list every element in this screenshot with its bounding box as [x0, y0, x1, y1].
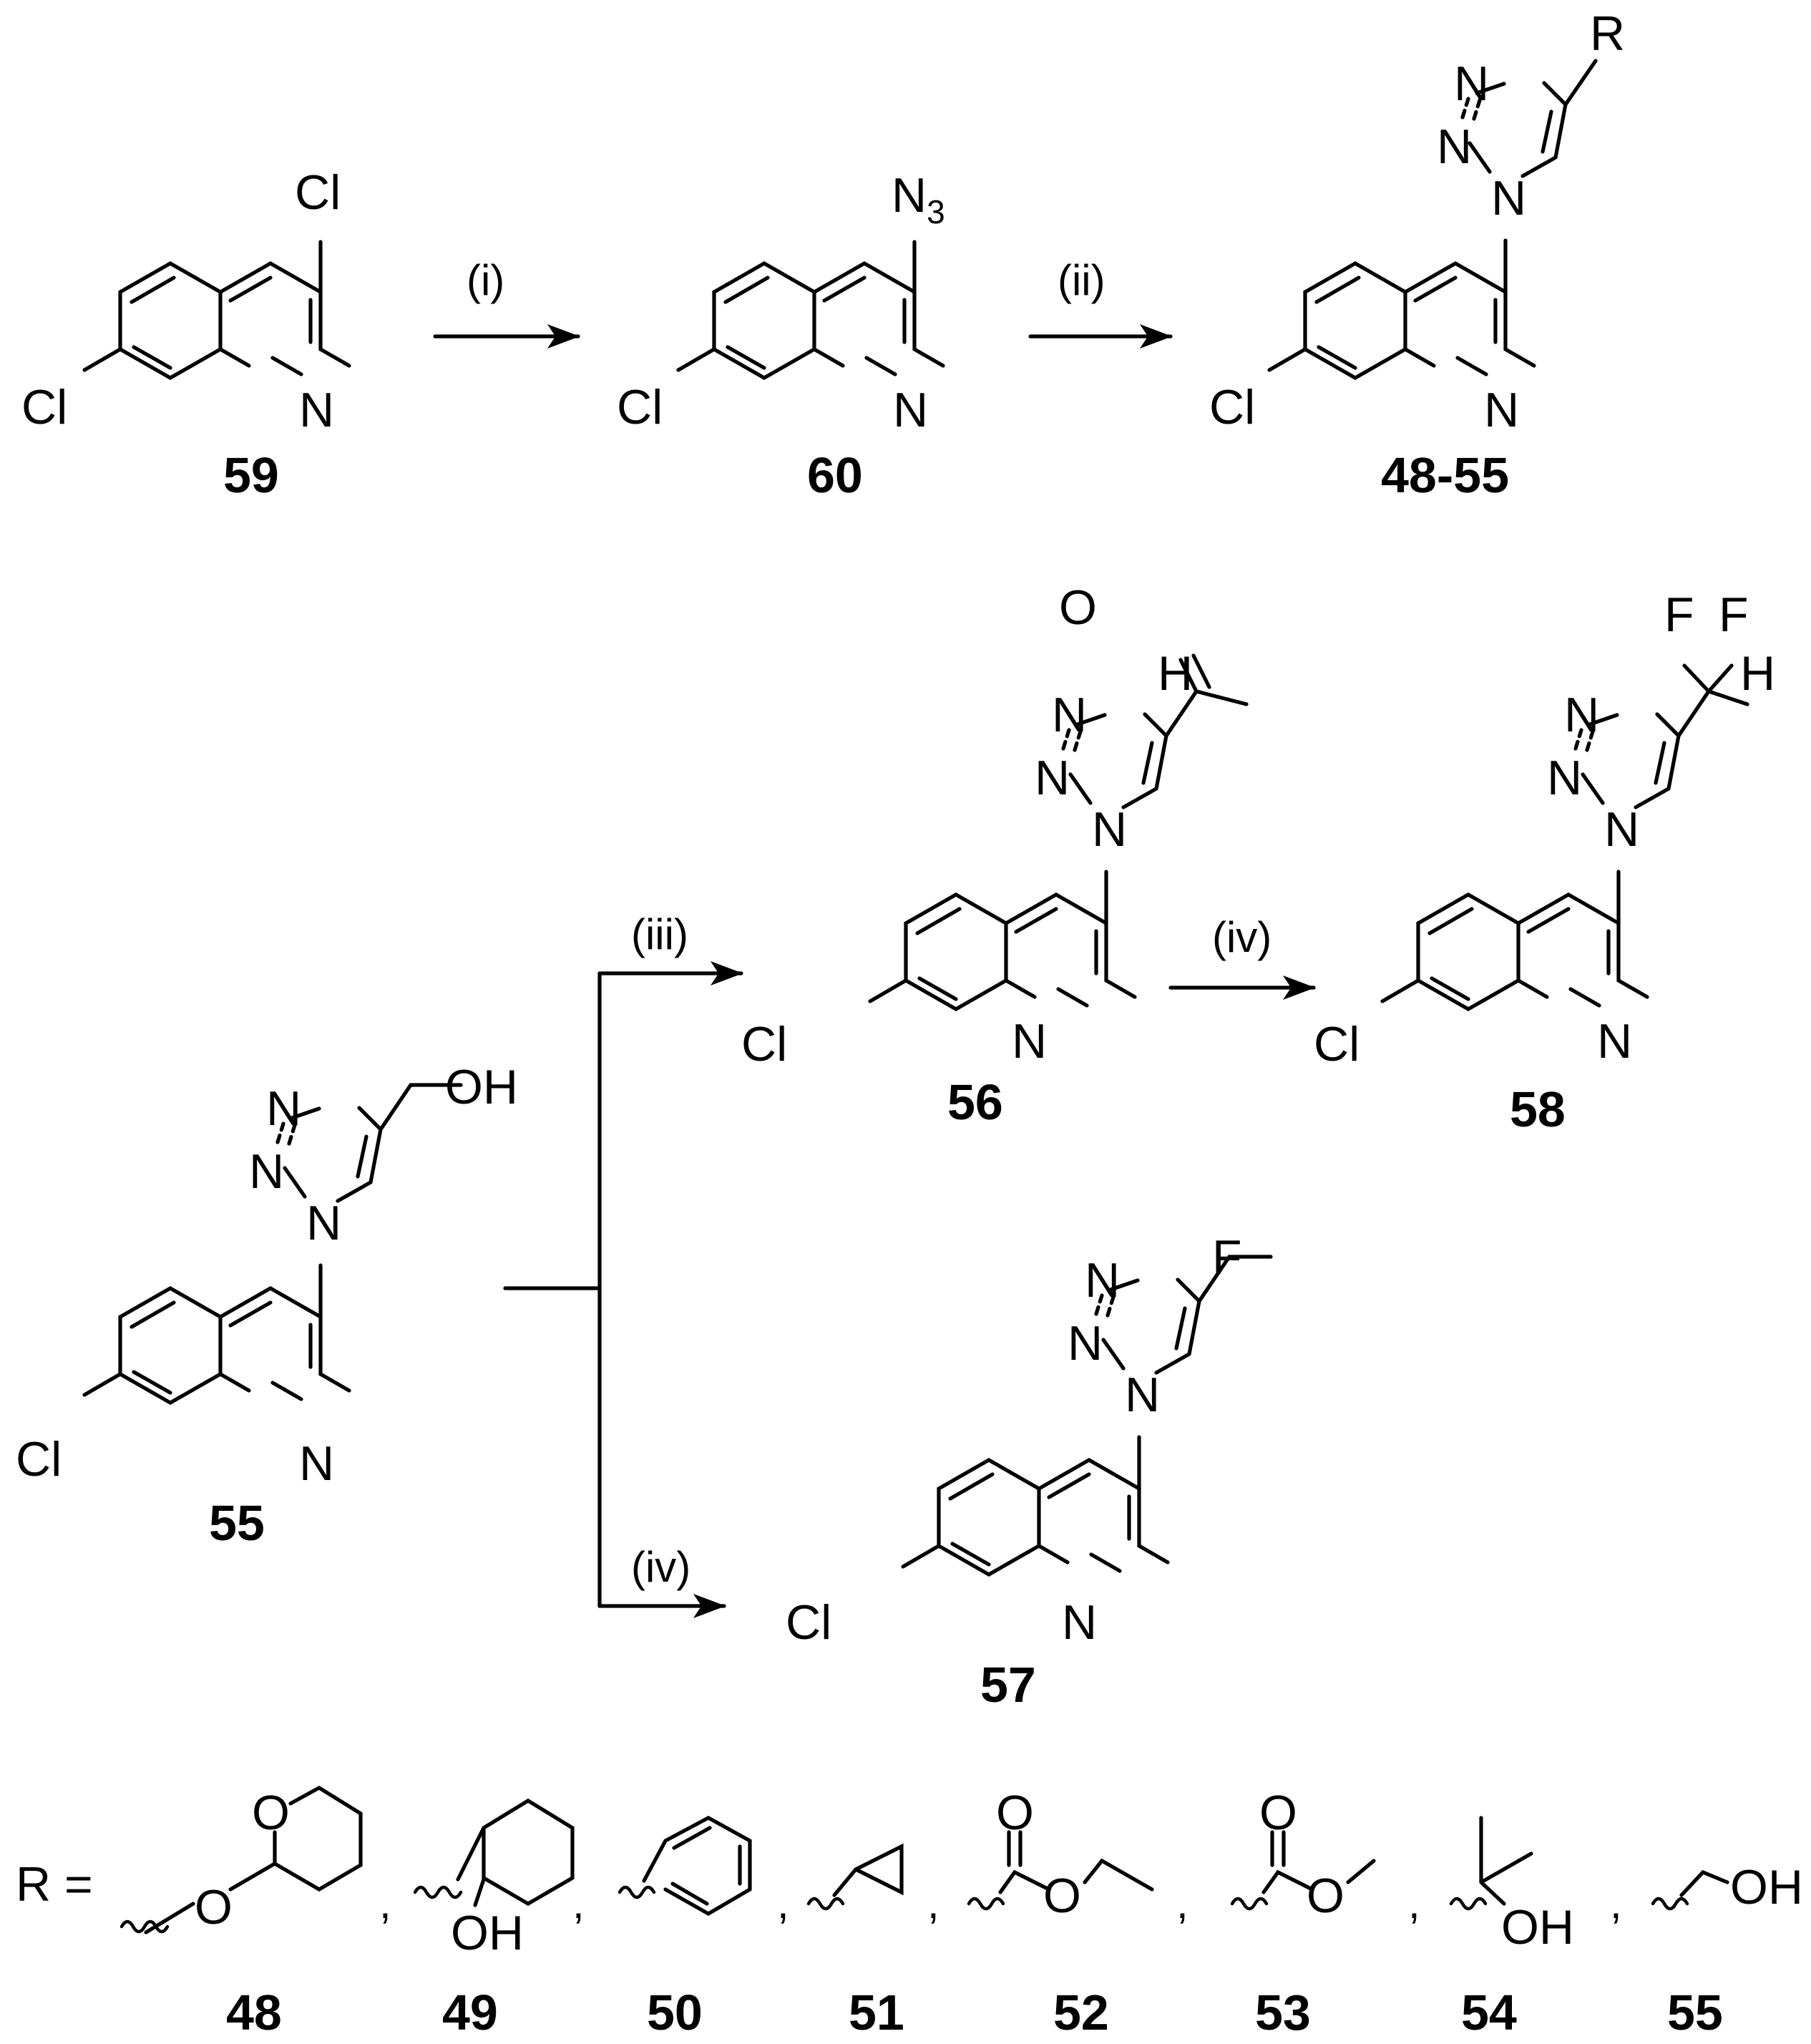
r-group-51 — [806, 1843, 904, 1911]
separator: , — [1408, 1879, 1420, 1927]
atom-r: R — [1590, 6, 1625, 61]
compound-60 — [678, 240, 943, 378]
atom-n: N — [893, 383, 928, 437]
r-group-50 — [618, 1816, 752, 1917]
atom-f: F — [1212, 1230, 1242, 1285]
atom-n: N — [299, 1436, 334, 1491]
triazole-ring — [1063, 653, 1249, 807]
compound-label: 59 — [223, 447, 279, 503]
triazole-ring — [1576, 663, 1749, 807]
compound-59 — [84, 240, 349, 378]
separator: , — [1176, 1879, 1188, 1927]
compound-label: 55 — [209, 1495, 265, 1551]
separator: , — [777, 1879, 789, 1927]
atom-cl: Cl — [16, 1432, 62, 1486]
condition-label: (i) — [467, 256, 504, 304]
atom-n: N — [1604, 802, 1639, 857]
separator: , — [1610, 1879, 1622, 1927]
atom-h: H — [1740, 646, 1775, 701]
atom-cl: Cl — [1314, 1017, 1360, 1071]
atom-n: N — [1062, 1595, 1097, 1650]
atom-n: N — [299, 383, 334, 437]
svg-text:OH: OH — [451, 1906, 524, 1960]
condition-label: (iv) — [1212, 913, 1271, 961]
compound-label: 57 — [980, 1657, 1036, 1713]
triazole-ring — [1096, 1255, 1273, 1373]
r-group-label: 51 — [849, 1985, 904, 2040]
r-group-49: OH — [413, 1798, 575, 1960]
compound-label: 60 — [807, 447, 863, 503]
condition-label: (iv) — [631, 1543, 690, 1591]
svg-text:OH: OH — [1501, 1900, 1574, 1955]
atom-cl: Cl — [295, 165, 341, 220]
atom-f: F — [1719, 588, 1749, 642]
atom-n: N — [1068, 1316, 1103, 1371]
atom-n: N — [1597, 1014, 1632, 1069]
compound-label: 48-55 — [1381, 447, 1509, 503]
r-group-48: O O — [119, 1785, 363, 1934]
svg-text:O: O — [252, 1786, 290, 1840]
atom-h: H — [1158, 646, 1193, 701]
r-group-label: 48 — [226, 1985, 282, 2040]
r-group-label: 50 — [647, 1985, 703, 2040]
atom-n: N — [1035, 751, 1070, 805]
r-group-53: O O — [1230, 1786, 1376, 1923]
separator: , — [572, 1879, 585, 1927]
separator: , — [927, 1879, 939, 1927]
svg-text:O: O — [1259, 1786, 1297, 1840]
condition-label: (ii) — [1058, 256, 1105, 304]
atom-n: N — [1564, 688, 1599, 742]
compound-56 — [870, 870, 1135, 1009]
triazole-ring — [1463, 59, 1598, 176]
svg-text:O: O — [195, 1880, 233, 1934]
r-equals-label: R = — [16, 1857, 93, 1912]
compound-57 — [903, 1435, 1168, 1575]
separator: , — [379, 1879, 391, 1927]
compound-label: 58 — [1510, 1081, 1566, 1137]
r-group-label: 54 — [1461, 1985, 1517, 2040]
r-group-label: 55 — [1667, 1985, 1723, 2040]
atom-n: N — [1491, 171, 1526, 225]
compound-label: 56 — [947, 1074, 1003, 1130]
atom-n: N — [1125, 1368, 1160, 1422]
r-group-55: OH — [1651, 1860, 1803, 1914]
atom-n: N — [266, 1081, 301, 1136]
atom-cl: Cl — [1209, 380, 1255, 434]
svg-text:O: O — [1043, 1869, 1081, 1923]
atom-n: N — [1092, 802, 1127, 857]
atom-o: O — [1059, 580, 1097, 635]
atom-cl: Cl — [617, 380, 663, 434]
r-group-label: 52 — [1053, 1985, 1109, 2040]
atom-f: F — [1664, 588, 1694, 642]
svg-text:O: O — [996, 1786, 1034, 1840]
atom-n3: N3 — [892, 168, 945, 230]
compound-58 — [1382, 870, 1647, 1009]
atom-n: N — [249, 1144, 284, 1199]
atom-n: N — [1437, 120, 1472, 174]
condition-label: (iii) — [631, 910, 688, 958]
r-group-54: OH — [1449, 1816, 1574, 1955]
atom-cl: Cl — [741, 1017, 787, 1071]
compound-55 — [84, 1263, 349, 1403]
atom-n: N — [306, 1196, 341, 1250]
svg-text:OH: OH — [1730, 1860, 1803, 1914]
atom-oh: OH — [445, 1060, 518, 1114]
r-group-label: 49 — [442, 1985, 498, 2040]
compound-48-55 — [1269, 238, 1534, 378]
svg-text:O: O — [1307, 1869, 1344, 1923]
triazole-ring — [278, 1083, 463, 1201]
atom-cl: Cl — [21, 380, 67, 434]
atom-n: N — [1547, 751, 1582, 805]
r-group-label: 53 — [1255, 1985, 1311, 2040]
atom-n: N — [1052, 688, 1087, 742]
atom-cl: Cl — [786, 1595, 831, 1650]
atom-n: N — [1012, 1014, 1047, 1069]
atom-n: N — [1454, 57, 1489, 111]
atom-n: N — [1484, 383, 1519, 437]
r-group-52: O O — [967, 1786, 1154, 1923]
atom-n: N — [1085, 1253, 1120, 1308]
